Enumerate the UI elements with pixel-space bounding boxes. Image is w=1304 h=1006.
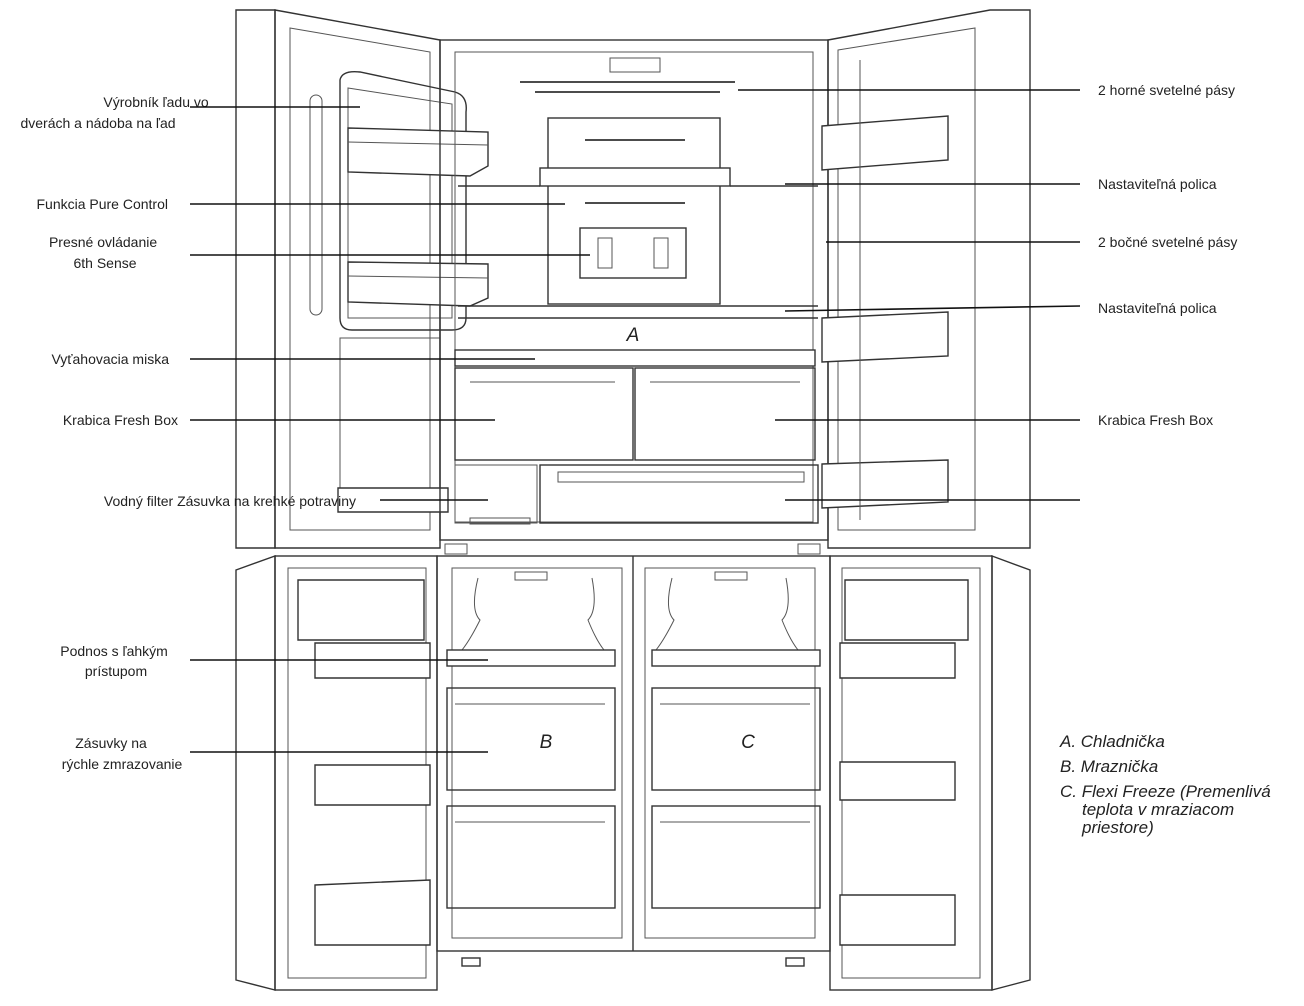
callout-label: Zásuvky na rýchle zmrazovanie [62, 735, 183, 772]
legend: A. Chladnička B. Mraznička C. Flexi Free… [1059, 732, 1275, 837]
callout-fresh-box-right: Krabica Fresh Box [775, 412, 1213, 428]
legend-item-b: B. Mraznička [1060, 757, 1158, 776]
callout-label: Krabica Fresh Box [63, 412, 178, 428]
door-shelf-3 [821, 459, 949, 509]
left-callouts: Výrobník ľadu vo dverách a nádoba na ľad… [20, 94, 590, 772]
section-mark-c: C [741, 732, 755, 753]
section-mark-a: A [626, 325, 640, 346]
callout-fast-freeze-drawers: Zásuvky na rýchle zmrazovanie [62, 735, 488, 772]
freezer-cabinet [436, 555, 831, 967]
section-mark-b: B [540, 732, 553, 753]
callout-fresh-box-left: Krabica Fresh Box [63, 412, 495, 428]
callout-label: Vodný filter Zásuvka na krehké potraviny [104, 493, 356, 509]
callout-label: 2 horné svetelné pásy [1098, 82, 1235, 98]
callout-top-light-strips: 2 horné svetelné pásy [738, 82, 1235, 98]
callout-label: Nastaviteľná polica [1098, 176, 1217, 192]
right-callouts: 2 horné svetelné pásy Nastaviteľná polic… [738, 82, 1237, 501]
legend-item-c: C. Flexi Freeze (Premenlivá teplota v mr… [1060, 782, 1275, 837]
callout-adjustable-shelf-2: Nastaviteľná polica [784, 300, 1217, 316]
callout-pull-out-tray: Vyťahovacia miska [51, 351, 535, 367]
callout-label: Podnos s ľahkým prístupom [60, 643, 171, 679]
ice-bin-lower [347, 261, 489, 307]
leader-line [784, 305, 1081, 312]
fridge-illustration [235, 9, 1031, 991]
callout-label: Funkcia Pure Control [36, 196, 168, 212]
callout-pure-control: Funkcia Pure Control [36, 196, 565, 212]
callout-ice-maker: Výrobník ľadu vo dverách a nádoba na ľad [20, 94, 360, 131]
upper-left-door [235, 9, 489, 549]
callout-label: Vyťahovacia miska [51, 351, 169, 367]
callout-water-filter: Vodný filter Zásuvka na krehké potraviny [104, 493, 488, 509]
door-shelf-1 [821, 115, 949, 171]
callout-label: 2 bočné svetelné pásy [1098, 234, 1237, 250]
callout-label: Presné ovládanie 6th Sense [49, 234, 161, 271]
lower-left-door [235, 555, 438, 991]
upper-right-door [821, 9, 1031, 549]
callout-side-light-strips: 2 bočné svetelné pásy [826, 234, 1237, 250]
callout-label: Výrobník ľadu vo dverách a nádoba na ľad [20, 94, 212, 131]
legend-item-a: A. Chladnička [1059, 732, 1165, 751]
callout-adjustable-shelf-1: Nastaviteľná polica [785, 176, 1217, 192]
door-shelf-2 [821, 311, 949, 363]
fridge-cabinet [439, 39, 829, 555]
callout-6th-sense: Presné ovládanie 6th Sense [49, 234, 590, 271]
callout-easy-access-tray: Podnos s ľahkým prístupom [60, 643, 488, 679]
ice-bin-upper [347, 127, 489, 177]
callout-label: Krabica Fresh Box [1098, 412, 1213, 428]
lower-right-door [829, 554, 1031, 991]
callout-label: Nastaviteľná polica [1098, 300, 1217, 316]
